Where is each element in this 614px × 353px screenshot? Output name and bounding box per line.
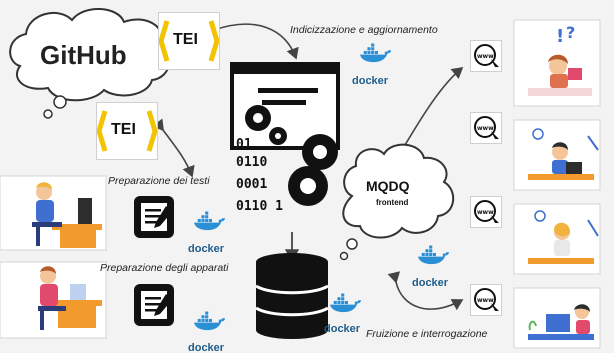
svg-text:docker: docker	[188, 342, 225, 353]
binary-line: 0110	[236, 155, 267, 170]
www-icon: www	[474, 200, 499, 227]
www-icon-box: www	[470, 196, 502, 228]
svg-text:docker: docker	[352, 75, 389, 87]
www-icon: www	[474, 288, 499, 315]
arrow-tei-preparation	[152, 118, 195, 178]
tei-logo: TEI	[158, 12, 220, 70]
notebook-icon	[134, 284, 174, 326]
docker-logo-indexing: docker	[352, 43, 391, 87]
notebook-icon	[134, 196, 174, 238]
docker-logo-database: docker	[324, 293, 361, 335]
svg-text:!: !	[556, 26, 564, 47]
gears-icon	[245, 105, 338, 206]
svg-text:www: www	[477, 209, 494, 216]
docker-logo-texts: docker	[188, 211, 225, 255]
www-icon-box: www	[470, 40, 502, 72]
user-desk-illustration	[0, 175, 107, 251]
indexing-label: Indicizzazione e aggiornamento	[290, 24, 438, 36]
arrow-frontend-www	[391, 66, 464, 162]
cursor-icon	[491, 215, 499, 227]
binary-line: 01	[236, 137, 252, 152]
tei-bracket-icon	[158, 20, 220, 62]
svg-text:docker: docker	[412, 277, 449, 289]
svg-text:www: www	[477, 125, 494, 132]
user-desk-illustration	[513, 203, 601, 275]
arrow-tei-to-indexing	[213, 23, 299, 60]
tei-logo: TEI	[96, 102, 158, 160]
binary-line: 0110 1	[236, 199, 283, 214]
tei-logo-text: TEI	[111, 121, 136, 138]
user-desk-illustration: ! ?	[513, 19, 601, 107]
user-desk-illustration	[513, 119, 601, 191]
binary-line: 0001	[236, 177, 267, 192]
cursor-icon	[491, 59, 499, 71]
prep-texts-label: Preparazione dei testi	[108, 175, 210, 187]
www-icon-box: www	[470, 284, 502, 316]
mqdq-label: MQDQ	[366, 178, 410, 194]
prep-apparatus-label: Preparazione degli apparati	[100, 262, 229, 274]
www-icon: www	[474, 44, 499, 71]
tei-bracket-icon	[96, 110, 158, 152]
docker-logo-apparatus: docker	[188, 311, 225, 353]
www-icon-box: www	[470, 112, 502, 144]
user-desk-illustration	[0, 261, 107, 339]
database-icon	[255, 253, 329, 339]
fruition-label: Fruizione e interrogazione	[366, 328, 488, 340]
docker-logo-frontend: docker	[412, 245, 449, 289]
binary-text: 01 0110 0001 0110 1	[236, 137, 283, 214]
svg-text:www: www	[477, 53, 494, 60]
cursor-icon	[491, 131, 499, 143]
mqdq-frontend-label: frontend	[376, 198, 409, 207]
github-label: GitHub	[40, 40, 127, 70]
www-icon: www	[474, 116, 499, 143]
arrow-fruition	[387, 271, 464, 311]
mqdq-cloud	[339, 143, 454, 261]
svg-text:?: ?	[566, 23, 575, 42]
user-desk-illustration	[513, 287, 601, 349]
cursor-icon	[491, 303, 499, 315]
svg-text:docker: docker	[324, 323, 361, 335]
svg-text:docker: docker	[188, 243, 225, 255]
tei-logo-text: TEI	[173, 31, 198, 48]
svg-text:www: www	[477, 297, 494, 304]
